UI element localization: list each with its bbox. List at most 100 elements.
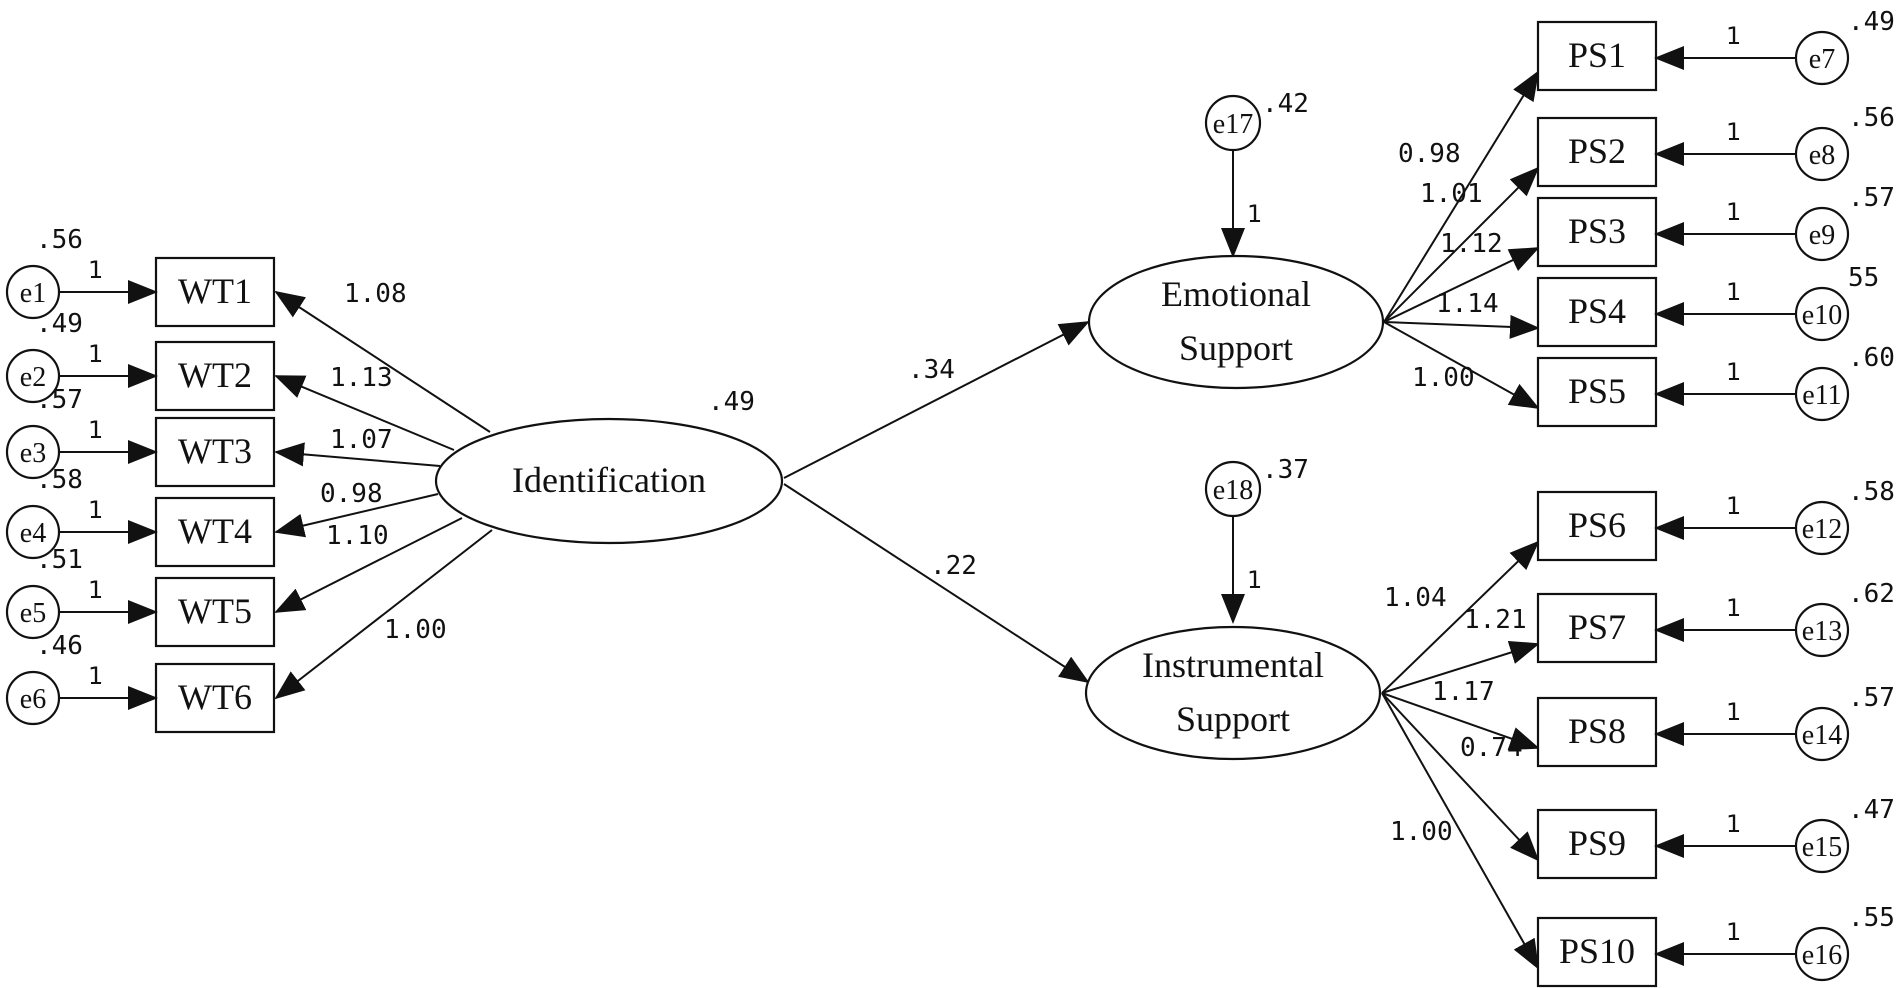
- error-label: e15: [1802, 832, 1842, 863]
- error-weight: 1: [1726, 118, 1741, 146]
- latent-identification: [434, 417, 784, 545]
- indicator-box: [154, 496, 276, 568]
- error-variance: .58: [36, 465, 83, 495]
- indicator-box: [1536, 592, 1658, 664]
- error-label: e7: [1809, 44, 1835, 75]
- error-circle: [1794, 30, 1850, 86]
- error-circle: [1794, 818, 1850, 874]
- indicator-label: PS4: [1568, 291, 1626, 331]
- error-label: e11: [1802, 380, 1841, 411]
- error-variance: 55: [1848, 263, 1879, 293]
- path-identification-to-emotional: [783, 321, 1090, 479]
- loading-arrow: [1381, 640, 1540, 694]
- indicator-label: WT2: [178, 355, 252, 395]
- loading-coefficient: 1.10: [326, 521, 389, 551]
- error-variance: .60: [1848, 343, 1895, 373]
- indicator-label: PS9: [1568, 823, 1626, 863]
- loading-coefficient: 1.12: [1440, 229, 1503, 259]
- indicator-box: [1536, 276, 1658, 348]
- indicator-label: PS2: [1568, 131, 1626, 171]
- latent-emotional-label-line2: Support: [1179, 328, 1293, 368]
- path-coef-instrumental: .22: [930, 551, 977, 581]
- loading-coefficient: 1.04: [1384, 583, 1447, 613]
- indicator-label: PS8: [1568, 711, 1626, 751]
- loading-arrow: [1381, 692, 1539, 970]
- loading-coefficient: 1.07: [330, 425, 393, 455]
- error-weight: 1: [1726, 492, 1741, 520]
- loading-arrow: [1381, 692, 1540, 751]
- loading-coefficient: 0.98: [1398, 139, 1461, 169]
- loading-arrow: [1383, 247, 1540, 323]
- indicator-label: PS1: [1568, 35, 1626, 75]
- indicator-box: [1536, 916, 1658, 988]
- loading-arrow: [274, 517, 463, 613]
- loading-coefficient: 0.74: [1460, 733, 1523, 763]
- loading-coefficient: 1.00: [1412, 363, 1475, 393]
- path-coef-emotional: .34: [908, 355, 955, 385]
- error-variance: .49: [1848, 7, 1895, 37]
- indicator-label: WT3: [178, 431, 252, 471]
- error-weight: 1: [1726, 594, 1741, 622]
- error-circle: [5, 584, 61, 640]
- latent-instrumental-support: [1084, 625, 1382, 761]
- error-circle: [1794, 500, 1850, 556]
- error-weight: 1: [88, 496, 103, 524]
- path-identification-to-instrumental: [783, 483, 1090, 684]
- disturbance-e17-label: e17: [1213, 109, 1253, 140]
- error-circle: [1794, 286, 1850, 342]
- error-circle: [1794, 126, 1850, 182]
- indicator-box: [1536, 20, 1658, 92]
- error-weight: 1: [88, 416, 103, 444]
- error-weight: 1: [1726, 358, 1741, 386]
- indicator-label: WT1: [178, 271, 252, 311]
- error-label: e2: [20, 362, 46, 393]
- loading-coefficient: 1.08: [344, 279, 407, 309]
- loading-arrow: [1381, 692, 1540, 862]
- loading-coefficient: 1.00: [384, 615, 447, 645]
- indicator-box: [154, 416, 276, 488]
- loading-coefficient: 1.13: [330, 363, 393, 393]
- disturbance-e18-variance: .37: [1262, 455, 1309, 485]
- error-circle: [1794, 706, 1850, 762]
- disturbance-e17-weight: 1: [1247, 200, 1262, 228]
- error-label: e10: [1802, 300, 1842, 331]
- loading-arrow: [1383, 166, 1540, 323]
- error-variance: .58: [1848, 477, 1895, 507]
- indicator-label: WT5: [178, 591, 252, 631]
- latent-identification-label: Identification: [512, 460, 706, 500]
- error-weight: 1: [88, 256, 103, 284]
- error-weight: 1: [88, 340, 103, 368]
- loading-arrow: [274, 529, 493, 700]
- loading-arrow: [1383, 70, 1540, 323]
- loading-coefficient: 0.98: [320, 479, 383, 509]
- error-variance: .56: [36, 225, 83, 255]
- error-variance: .56: [1848, 103, 1895, 133]
- error-circle: [5, 264, 61, 320]
- error-weight: 1: [1726, 810, 1741, 838]
- indicator-label: PS6: [1568, 505, 1626, 545]
- indicator-box: [1536, 696, 1658, 768]
- error-circle: [5, 348, 61, 404]
- indicator-label: PS7: [1568, 607, 1626, 647]
- error-weight: 1: [1726, 22, 1741, 50]
- latent-emotional-support: [1087, 254, 1385, 390]
- error-label: e16: [1802, 940, 1842, 971]
- error-variance: .62: [1848, 579, 1895, 609]
- error-label: e9: [1809, 220, 1835, 251]
- error-circle: [1794, 926, 1850, 982]
- disturbance-e17: [1204, 94, 1262, 152]
- error-label: e3: [20, 438, 46, 469]
- loading-coefficient: 1.01: [1420, 179, 1483, 209]
- error-weight: 1: [1726, 698, 1741, 726]
- error-label: e8: [1809, 140, 1835, 171]
- error-weight: 1: [88, 576, 103, 604]
- loading-arrow: [274, 493, 439, 538]
- loading-coefficient: 1.21: [1464, 605, 1527, 635]
- latent-emotional-label-line1: Emotional: [1161, 274, 1311, 314]
- disturbance-e18: [1204, 460, 1262, 518]
- error-variance: .47: [1848, 795, 1895, 825]
- error-variance: .55: [1848, 903, 1895, 933]
- error-label: e12: [1802, 514, 1842, 545]
- error-circle: [5, 424, 61, 480]
